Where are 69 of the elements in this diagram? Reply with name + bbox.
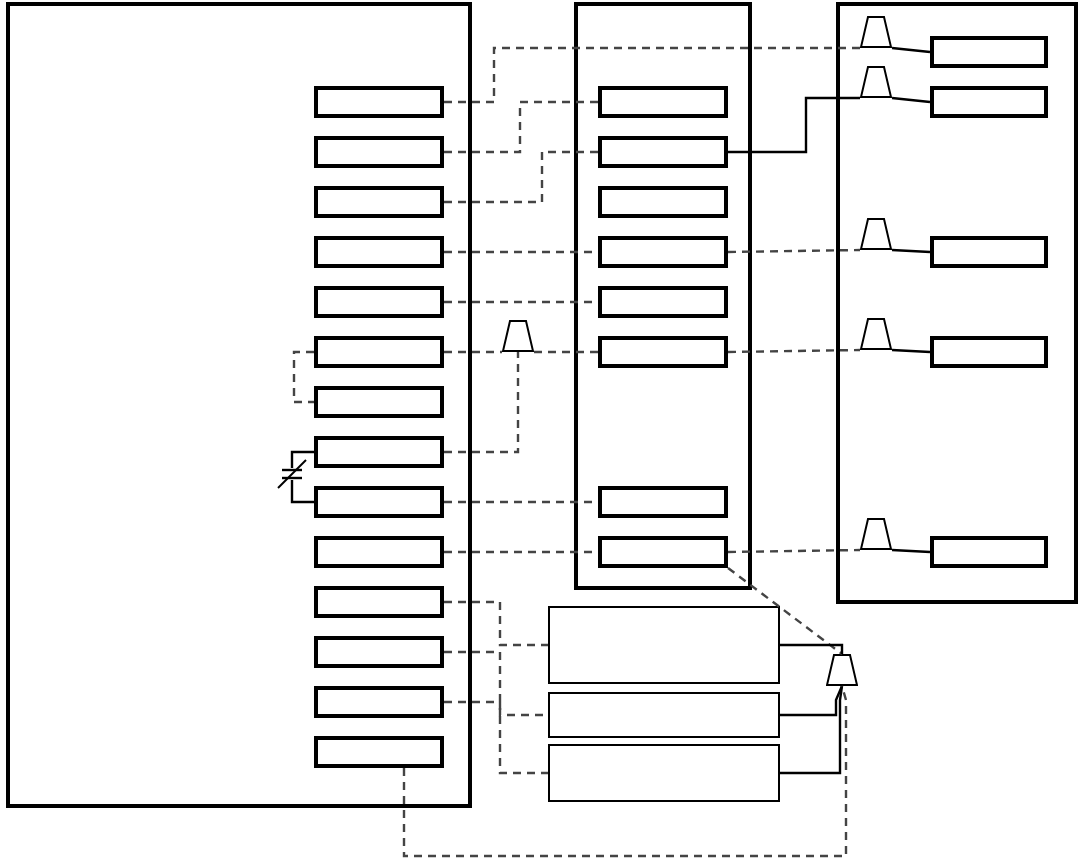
dashed-wire: [444, 650, 548, 717]
terminal-box: [314, 436, 444, 468]
wire-line: [290, 450, 314, 504]
terminal-box: [314, 286, 444, 318]
wire-line: [891, 46, 931, 54]
dashed-wire: [402, 685, 848, 858]
dashed-wire: [444, 300, 598, 304]
terminal-box: [314, 586, 444, 618]
dashed-wire: [534, 350, 598, 354]
connector-symbol: [860, 66, 892, 98]
panel-box: [6, 2, 472, 808]
terminal-box: [548, 606, 780, 684]
dashed-wire: [444, 700, 548, 775]
dashed-wire: [444, 46, 860, 104]
terminal-box: [314, 536, 444, 568]
dashed-wire: [444, 100, 598, 154]
terminal-box: [930, 336, 1048, 368]
terminal-box: [598, 186, 728, 218]
terminal-box: [314, 236, 444, 268]
dashed-wire: [727, 567, 843, 655]
panel-box: [836, 2, 1078, 604]
connector-symbol: [502, 320, 534, 352]
terminal-box: [314, 186, 444, 218]
connector-symbol: [860, 518, 892, 550]
terminal-box: [598, 486, 728, 518]
terminal-box: [598, 536, 728, 568]
wire-line: [780, 685, 844, 775]
wire-line: [891, 96, 931, 104]
terminal-box: [930, 36, 1048, 68]
dashed-wire: [444, 500, 598, 504]
wire-line: [780, 685, 844, 717]
terminal-box: [598, 136, 728, 168]
terminal-box: [314, 336, 444, 368]
dashed-wire: [728, 348, 860, 354]
connector-symbol: [860, 16, 892, 48]
terminal-box: [598, 286, 728, 318]
terminal-box: [548, 744, 780, 802]
dashed-wire: [444, 250, 598, 254]
wire-line: [891, 348, 931, 354]
terminal-box: [314, 86, 444, 118]
terminal-box: [314, 486, 444, 518]
terminal-box: [930, 536, 1048, 568]
terminal-box: [598, 236, 728, 268]
terminal-box: [930, 86, 1048, 118]
terminal-box: [598, 336, 728, 368]
dashed-wire: [444, 600, 548, 647]
dashed-wire: [444, 352, 520, 454]
terminal-box: [314, 686, 444, 718]
terminal-box: [548, 692, 780, 738]
dashed-wire: [728, 548, 860, 554]
wire-line: [780, 643, 844, 654]
wire-line: [891, 548, 931, 554]
wire-line: [728, 96, 860, 154]
connector-symbol: [860, 218, 892, 250]
dashed-wire: [444, 350, 502, 354]
dashed-wire: [292, 350, 314, 404]
terminal-box: [598, 86, 728, 118]
connector-symbol: [860, 318, 892, 350]
terminal-box: [314, 386, 444, 418]
dashed-wire: [444, 150, 598, 204]
dashed-wire: [444, 550, 598, 554]
terminal-box: [314, 136, 444, 168]
connector-symbol: [826, 654, 858, 686]
panel-box: [574, 2, 752, 590]
terminal-box: [314, 636, 444, 668]
dashed-wire: [728, 248, 860, 254]
wire-line: [891, 248, 931, 254]
terminal-box: [314, 736, 444, 768]
terminal-box: [930, 236, 1048, 268]
